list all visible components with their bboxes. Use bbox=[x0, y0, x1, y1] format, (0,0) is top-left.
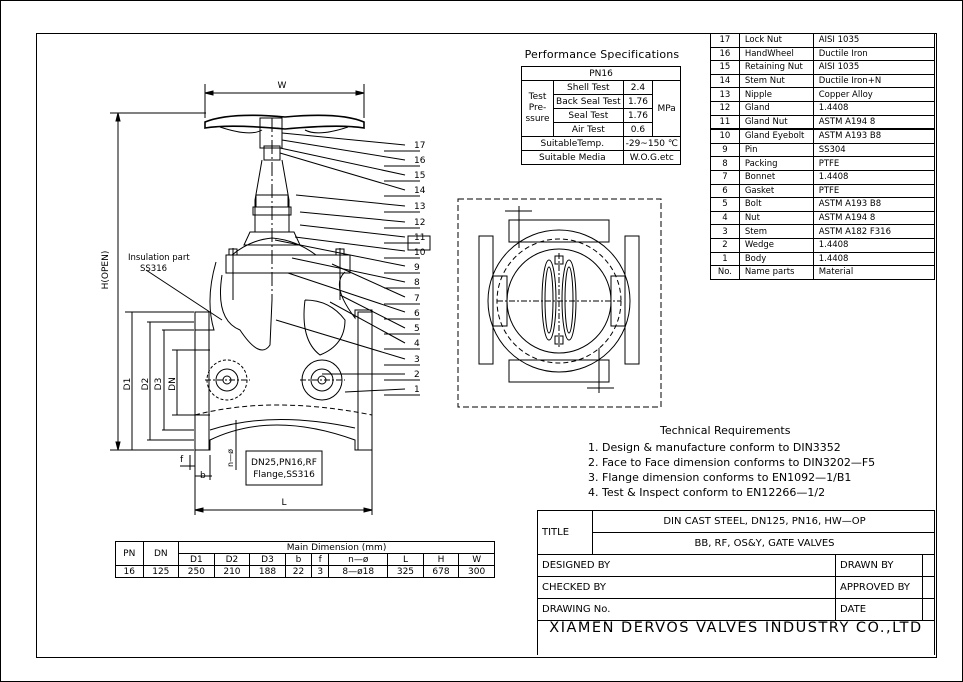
title-line-1: DIN CAST STEEL, DN125, PN16, HW—OP bbox=[592, 510, 935, 533]
dim-header: D3 bbox=[249, 553, 286, 566]
callout-number: 11 bbox=[414, 233, 425, 243]
dim-value: 300 bbox=[458, 565, 495, 578]
d1-label: D1 bbox=[123, 378, 133, 391]
designed-by-label: DESIGNED BY bbox=[536, 554, 837, 577]
callout-number: 5 bbox=[414, 324, 420, 334]
dim-header: D2 bbox=[213, 553, 251, 566]
flange-note-line1: DN25,PN16,RF bbox=[251, 458, 317, 468]
callout-number: 13 bbox=[414, 202, 425, 212]
callout-number: 14 bbox=[414, 186, 426, 196]
part-material: ASTM A193 B8 bbox=[812, 128, 936, 144]
approved-by-value bbox=[922, 576, 935, 599]
technical-title: Technical Requirements bbox=[660, 424, 791, 437]
technical-item: 2. Face to Face dimension conforms to DI… bbox=[588, 456, 876, 469]
dim-header: L bbox=[387, 553, 424, 566]
valve-top-view bbox=[457, 198, 662, 408]
title-line-2: BB, RF, OS&Y, GATE VALVES bbox=[592, 532, 935, 555]
d2-label: D2 bbox=[141, 378, 151, 391]
title-block: TITLE DIN CAST STEEL, DN125, PN16, HW—OP… bbox=[536, 510, 935, 655]
test-value: 2.4 bbox=[622, 80, 654, 95]
dim-header: n—ø bbox=[328, 553, 389, 566]
media-value: W.O.G.etc bbox=[622, 150, 682, 165]
l-label: L bbox=[281, 498, 286, 508]
unit-cell: MPa bbox=[652, 80, 681, 137]
company-name: XIAMEN DERVOS VALVES INDUSTRY CO.,LTD bbox=[549, 620, 923, 636]
technical-item: 3. Flange dimension conforms to EN1092—1… bbox=[588, 471, 852, 484]
drawn-by-label: DRAWN BY bbox=[835, 554, 924, 577]
callout-number: 10 bbox=[414, 248, 426, 258]
dim-header: b bbox=[284, 553, 313, 566]
company-cell bbox=[537, 620, 935, 655]
insulation-label: Insulation part bbox=[128, 253, 190, 263]
callout-number: 6 bbox=[414, 309, 420, 319]
dim-value: 3 bbox=[311, 565, 330, 578]
dim-value: 22 bbox=[284, 565, 313, 578]
dim-value: 8—ø18 bbox=[328, 565, 389, 578]
drawing-no-label: DRAWING No. bbox=[536, 598, 837, 621]
dim-value: 678 bbox=[422, 565, 460, 578]
date-value bbox=[922, 598, 935, 621]
dim-pn-header: PN bbox=[115, 541, 144, 566]
callout-number: 15 bbox=[414, 171, 425, 181]
part-material: ASTM A194 8 bbox=[812, 114, 936, 131]
technical-item: 1. Design & manufacture conform to DIN33… bbox=[588, 441, 841, 454]
callout-number: 9 bbox=[414, 263, 420, 273]
dim-value: 210 bbox=[213, 565, 251, 578]
dim-pn-value: 16 bbox=[115, 565, 144, 578]
f-label: f bbox=[180, 455, 184, 465]
dim-dn-value: 125 bbox=[142, 565, 180, 578]
dn-label: DN bbox=[168, 377, 178, 391]
dim-value: 325 bbox=[387, 565, 424, 578]
callout-number: 16 bbox=[414, 156, 426, 166]
b-label: b bbox=[200, 471, 206, 481]
media-label: Suitable Media bbox=[521, 150, 624, 165]
dim-value: 250 bbox=[178, 565, 215, 578]
dim-title: Main Dimension (mm) bbox=[178, 541, 495, 554]
dim-dn-header: DN bbox=[142, 541, 180, 566]
dim-header: W bbox=[458, 553, 495, 566]
parts-header-material: Material bbox=[812, 265, 936, 280]
title-label: TITLE bbox=[537, 510, 593, 555]
drawing-frame bbox=[36, 33, 937, 658]
drawn-by-value bbox=[922, 554, 935, 577]
dim-header: D1 bbox=[178, 553, 215, 566]
callout-number: 4 bbox=[414, 339, 420, 349]
flange-note-line2: Flange,SS316 bbox=[253, 470, 315, 480]
n-phi-label: n—ø bbox=[226, 449, 235, 467]
callout-number: 3 bbox=[414, 355, 420, 365]
callout-number: 1 bbox=[414, 385, 420, 395]
d3-label: D3 bbox=[154, 378, 164, 391]
technical-list: 1. Design & manufacture conform to DIN33… bbox=[588, 440, 875, 500]
w-label: W bbox=[278, 81, 287, 91]
callout-number: 7 bbox=[414, 294, 420, 304]
dim-header: H bbox=[422, 553, 460, 566]
callout-number: 12 bbox=[414, 218, 425, 228]
dim-value: 188 bbox=[249, 565, 286, 578]
callout-number: 8 bbox=[414, 278, 420, 288]
callout-number: 2 bbox=[414, 370, 420, 380]
callout-number: 17 bbox=[414, 141, 425, 151]
checked-by-label: CHECKED BY bbox=[536, 576, 837, 599]
date-label: DATE bbox=[835, 598, 924, 621]
approved-by-label: APPROVED BY bbox=[835, 576, 924, 599]
technical-item: 4. Test & Inspect conform to EN12266—1/2 bbox=[588, 486, 826, 499]
performance-title: Performance Specifications bbox=[524, 48, 680, 61]
dim-header: f bbox=[311, 553, 330, 566]
h-open-label: H(OPEN) bbox=[101, 251, 111, 290]
insulation-material: SS316 bbox=[140, 264, 167, 274]
